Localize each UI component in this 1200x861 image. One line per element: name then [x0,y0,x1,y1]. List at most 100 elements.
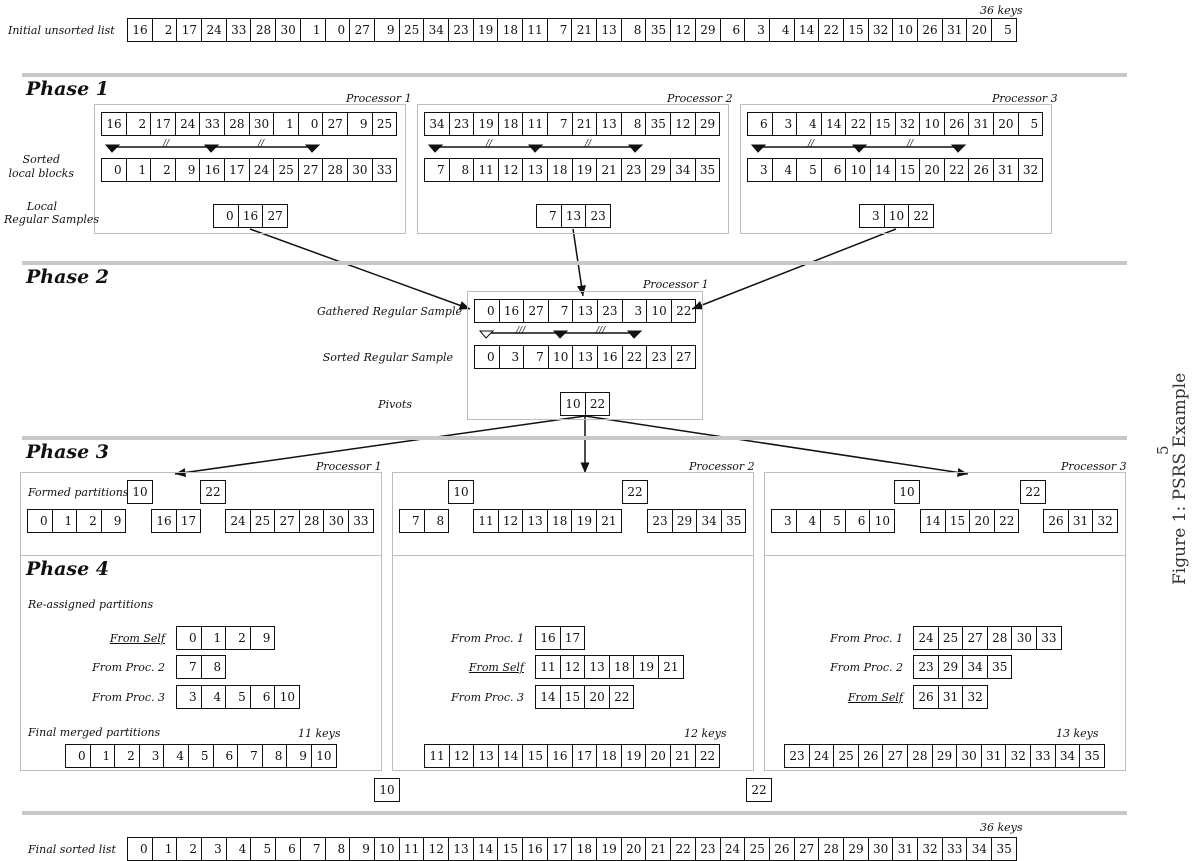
phase1-title: Phase 1 [26,78,110,100]
key-cell: 23 [695,837,721,861]
key-cell: 5 [1018,112,1044,136]
key-cell: 6 [748,112,773,136]
key-cell: 6 [250,685,276,709]
phase3-proc3-label: Processor 3 [1061,460,1127,473]
key-cell: 31 [893,837,918,861]
key-cell: 31 [993,158,1019,182]
phase1-proc2-label: Processor 2 [667,92,733,105]
key-cell: 28 [907,744,933,768]
key-cell: 31 [942,18,968,42]
key-cell: 7 [548,299,574,323]
p4-proc2-from-proc1: From Proc. 1 [451,632,524,645]
p4-proc1-from-self: From Self [109,632,165,645]
key-cell: 13 [573,345,598,369]
key-cell: 21 [596,509,622,533]
key-cell: 33 [226,18,252,42]
phase1-proc1-label: Processor 1 [346,92,412,105]
key-cell: 1 [274,112,299,136]
key-cell: 11 [523,18,548,42]
key-cell: 19 [572,509,597,533]
key-cell: 29 [695,112,721,136]
key-cell: 17 [547,837,573,861]
key-cell: 14 [536,685,561,709]
key-cell: 35 [721,509,747,533]
key-cell: 19 [597,837,622,861]
key-cell: 33 [1036,626,1062,650]
key-cell: 4 [164,744,189,768]
key-cell: 35 [992,837,1017,861]
key-cell: 12 [498,509,524,533]
key-cell: 30 [1012,626,1037,650]
key-cell: 5 [226,685,251,709]
p4-proc1-from-proc2: From Proc. 2 [92,661,165,674]
key-cell: 10 [870,509,895,533]
key-cell: 24 [175,112,201,136]
key-cell: 0 [102,158,127,182]
formed-partitions-label: Formed partitions [28,486,129,499]
key-cell: 13 [585,655,610,679]
key-cell: 20 [621,837,647,861]
key-cell: 33 [348,509,374,533]
key-cell: 32 [918,837,943,861]
key-cell: 22 [846,112,871,136]
key-cell: 9 [350,837,375,861]
key-cell: 25 [834,744,859,768]
initial-keys-count: 36 keys [980,4,1023,17]
final-sorted-label: Final sorted list [28,843,116,856]
key-cell: 27 [298,158,324,182]
phase1-processor2-panel [417,104,729,234]
key-cell: 26 [918,18,943,42]
key-cell: 27 [794,837,820,861]
key-cell: 18 [609,655,635,679]
key-cell: 2 [77,509,102,533]
key-cell: 22 [695,744,721,768]
key-cell: 34 [425,112,450,136]
key-cell: 26 [914,685,939,709]
key-cell: 3 [748,158,773,182]
key-cell: 28 [987,626,1013,650]
key-cell: 24 [914,626,939,650]
key-cell: 20 [646,744,671,768]
key-cell: 29 [672,509,698,533]
key-cell: 34 [424,18,449,42]
key-cell: 10 [846,158,871,182]
key-cell: 2 [151,158,176,182]
key-cell: 0 [128,837,153,861]
key-cell: 23 [648,509,673,533]
phase3-proc2-label: Processor 2 [689,460,755,473]
sep-gathered-a: /// [516,326,526,336]
key-cell: 23 [448,18,474,42]
key-cell: 16 [597,345,623,369]
key-cell: 35 [987,655,1013,679]
key-cell: 10 [884,204,910,228]
key-cell: 24 [202,18,227,42]
key-cell: 25 [372,112,398,136]
key-cell: 25 [274,158,299,182]
key-cell: 3 [177,685,202,709]
key-cell: 7 [425,158,450,182]
key-cell: 13 [523,509,548,533]
phase2-panel [467,291,703,420]
key-cell: 8 [621,112,647,136]
figure-caption: Figure 1: PSRS Example 5 [1140,355,1200,595]
key-cell: 0 [475,299,500,323]
local-regular-label-2: Regular Samples [4,213,99,226]
key-cell: 13 [597,18,622,42]
key-cell: 23 [785,744,810,768]
key-cell: 16 [128,18,153,42]
arrow-p3-to-gather [691,228,897,310]
key-cell: 7 [400,509,425,533]
key-cell: 9 [101,509,127,533]
key-cell: 35 [1080,744,1105,768]
key-cell: 33 [1030,744,1056,768]
key-cell: 0 [475,345,500,369]
sep-p1-b: // [258,139,265,149]
phase4-processor2-panel [392,555,754,771]
final-merged-label: Final merged partitions [28,726,161,739]
